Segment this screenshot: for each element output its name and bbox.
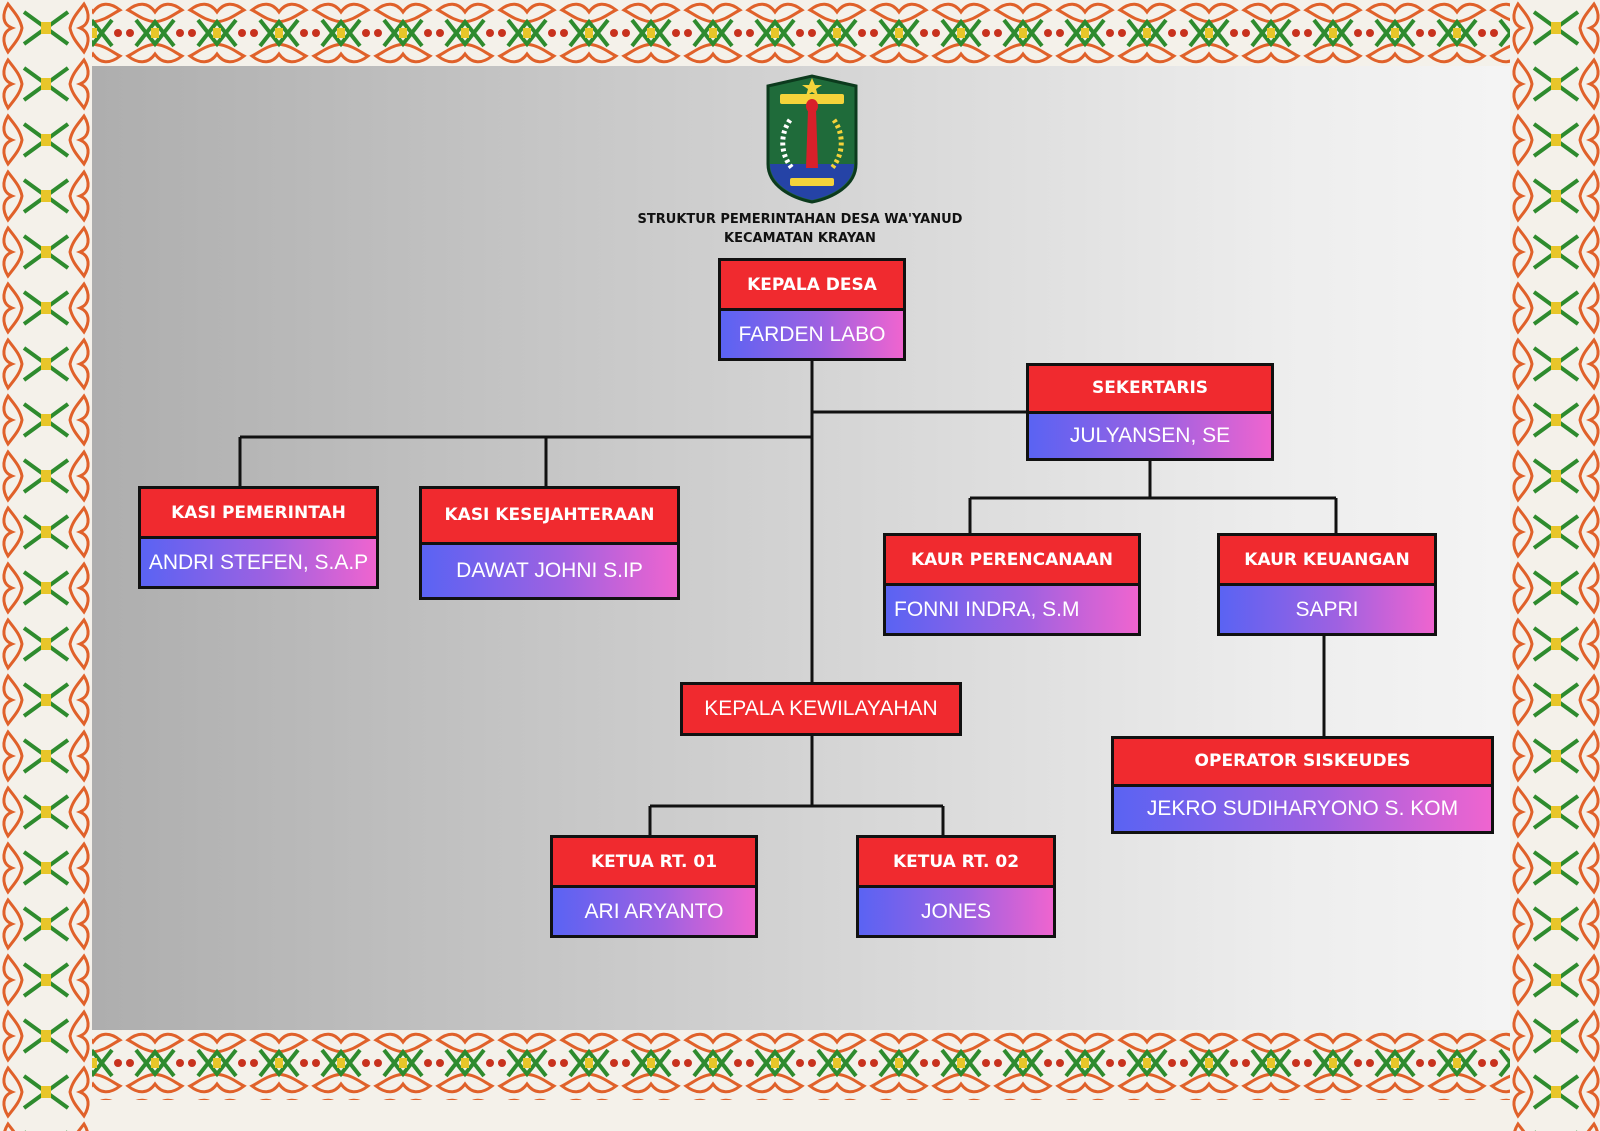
node-operator-siskeudes: OPERATOR SISKEUDES JEKRO SUDIHARYONO S. …	[1111, 736, 1494, 834]
regency-emblem-logo	[762, 72, 862, 204]
chart-title: STRUKTUR PEMERINTAHAN DESA WA'YANUD	[637, 212, 963, 227]
node-kasi-pemerintah: KASI PEMERINTAH ANDRI STEFEN, S.A.P	[138, 486, 379, 589]
node-kepala-desa: KEPALA DESA FARDEN LABO	[718, 258, 906, 361]
chart-subtitle: KECAMATAN KRAYAN	[724, 231, 876, 246]
node-role: OPERATOR SISKEUDES	[1114, 739, 1491, 787]
node-role: KETUA RT. 02	[859, 838, 1053, 888]
node-role: KETUA RT. 01	[553, 838, 755, 888]
node-kasi-kesejahteraan: KASI KESEJAHTERAAN DAWAT JOHNI S.IP	[419, 486, 680, 600]
node-kaur-perencanaan: KAUR PERENCANAAN FONNI INDRA, S.M	[883, 533, 1141, 636]
node-name: FONNI INDRA, S.M	[886, 586, 1138, 633]
node-ketua-rt-01: KETUA RT. 01 ARI ARYANTO	[550, 835, 758, 938]
node-name: FARDEN LABO	[721, 311, 903, 358]
node-kepala-kewilayahan: KEPALA KEWILAYAHAN	[680, 682, 962, 736]
node-role: KAUR KEUANGAN	[1220, 536, 1434, 586]
node-name: ARI ARYANTO	[553, 888, 755, 935]
node-name: ANDRI STEFEN, S.A.P	[141, 539, 376, 586]
node-name: JEKRO SUDIHARYONO S. KOM	[1114, 786, 1491, 831]
node-ketua-rt-02: KETUA RT. 02 JONES	[856, 835, 1056, 938]
decorative-border-right	[1510, 0, 1600, 1131]
node-role: KEPALA KEWILAYAHAN	[683, 685, 959, 733]
node-sekertaris: SEKERTARIS JULYANSEN, SE	[1026, 363, 1274, 461]
node-role: SEKERTARIS	[1029, 366, 1271, 414]
node-role: KEPALA DESA	[721, 261, 903, 311]
node-kaur-keuangan: KAUR KEUANGAN SAPRI	[1217, 533, 1437, 636]
node-name: JULYANSEN, SE	[1029, 413, 1271, 458]
node-name: SAPRI	[1220, 586, 1434, 633]
node-role: KAUR PERENCANAAN	[886, 536, 1138, 586]
node-name: JONES	[859, 888, 1053, 935]
decorative-border-left	[0, 0, 92, 1131]
node-role: KASI KESEJAHTERAAN	[422, 489, 677, 545]
node-role: KASI PEMERINTAH	[141, 489, 376, 539]
decorative-border-bottom	[0, 1030, 1600, 1131]
decorative-border-top	[0, 0, 1600, 66]
node-name: DAWAT JOHNI S.IP	[422, 544, 677, 597]
